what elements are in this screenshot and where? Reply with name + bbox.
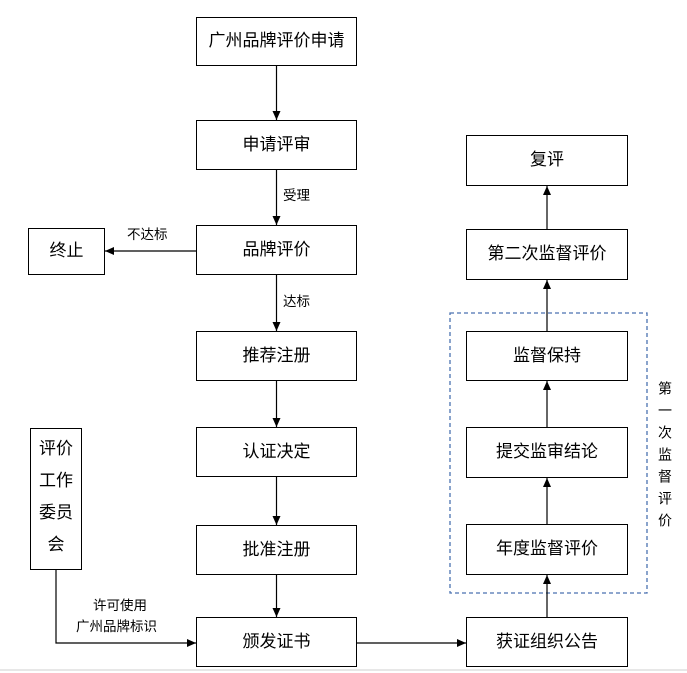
committee-line: 会 — [47, 535, 65, 555]
box-certified-org-announcement: 获证组织公告 — [466, 617, 628, 667]
box-submit-conclusion: 提交监审结论 — [466, 427, 628, 478]
first-supervision-frame — [449, 312, 648, 594]
committee-line: 委员 — [39, 503, 73, 523]
box-issue-certificate: 颁发证书 — [196, 617, 357, 667]
box-reassessment: 复评 — [466, 135, 628, 186]
arrow-committee-to-issue — [55, 570, 196, 647]
box-second-supervision: 第二次监督评价 — [466, 229, 628, 280]
box-brand-evaluation: 品牌评价 — [196, 225, 357, 275]
box-brand-evaluation-application: 广州品牌评价申请 — [196, 17, 357, 66]
label-license-line2: 广州品牌标识 — [76, 619, 157, 635]
label-fail: 不达标 — [127, 227, 168, 243]
label-pass: 达标 — [283, 294, 310, 310]
committee-line: 工作 — [39, 471, 73, 491]
box-annual-supervision: 年度监督评价 — [466, 524, 628, 575]
box-recommend-registration: 推荐注册 — [196, 331, 357, 381]
label-license-line1: 许可使用 — [93, 598, 147, 614]
committee-line: 评价 — [39, 439, 73, 459]
label-first-supervision: 第一次监督评价 — [656, 381, 672, 535]
box-supervision-maintain: 监督保持 — [466, 331, 628, 381]
box-terminate: 终止 — [28, 228, 105, 275]
label-accept: 受理 — [283, 188, 310, 204]
box-approve-registration: 批准注册 — [196, 525, 357, 575]
box-evaluation-committee: 评价 工作 委员 会 — [30, 428, 82, 570]
box-application-review: 申请评审 — [196, 120, 357, 170]
box-certification-decision: 认证决定 — [196, 427, 357, 477]
